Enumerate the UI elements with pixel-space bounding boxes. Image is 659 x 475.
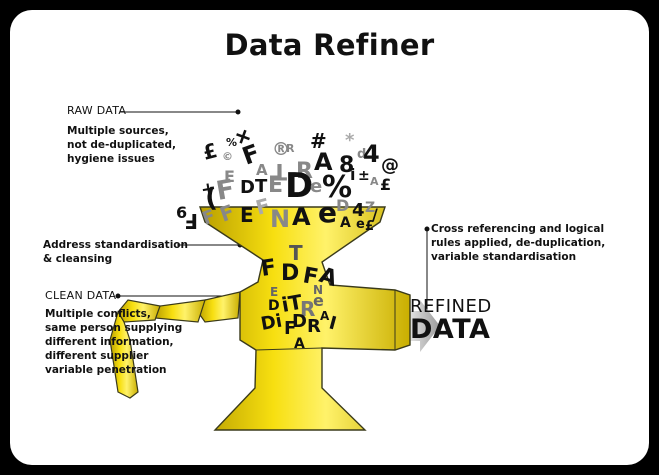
svg-text:+: +: [199, 178, 218, 201]
svg-text:Di: Di: [259, 311, 283, 335]
svg-text:*: *: [345, 130, 355, 151]
svg-text:A: A: [294, 336, 305, 352]
funnel-body: [199, 206, 411, 431]
svg-text:e: e: [356, 217, 365, 232]
svg-text:A: A: [256, 161, 268, 179]
svg-text:I: I: [327, 313, 339, 335]
svg-text:T: T: [255, 176, 268, 197]
clean-data-line-1: Multiple conflicts,: [45, 308, 151, 320]
funnel-letters: F D T F A E D iT R e N Di F D R A I A: [259, 241, 340, 352]
svg-text:T: T: [272, 158, 287, 183]
svg-text:E: E: [224, 167, 235, 186]
svg-text:A: A: [314, 148, 333, 176]
svg-text:F: F: [214, 174, 237, 207]
refined-data-label: REFINED DATA: [410, 296, 492, 345]
refined-line-1: REFINED: [410, 296, 492, 317]
svg-text:4: 4: [352, 200, 365, 221]
svg-text:R: R: [300, 297, 315, 321]
svg-text:N: N: [270, 205, 290, 233]
clean-data-line-3: different information,: [45, 336, 174, 348]
address-line-1: Address standardisation: [43, 239, 188, 251]
refined-line-2: DATA: [410, 314, 491, 345]
cross-ref-line-3: variable standardisation: [431, 251, 577, 263]
svg-text:@: @: [381, 155, 399, 176]
svg-text:£: £: [380, 175, 391, 194]
svg-text:e: e: [313, 291, 324, 310]
clean-data-heading: CLEAN DATA: [45, 289, 117, 302]
svg-text:±: ±: [358, 168, 370, 184]
svg-text:4: 4: [363, 140, 380, 168]
svg-text:T: T: [289, 241, 303, 265]
svg-text:iT: iT: [280, 290, 305, 317]
svg-text:£: £: [365, 219, 374, 234]
raw-data-line-3: hygiene issues: [67, 153, 155, 165]
svg-text:£: £: [200, 138, 220, 165]
raw-data-label: RAW DATA Multiple sources, not de-duplic…: [67, 104, 176, 166]
svg-text:(: (: [204, 183, 218, 214]
svg-text:i: i: [350, 165, 355, 184]
svg-text:D: D: [336, 196, 349, 215]
raw-data-line-2: not de-duplicated,: [67, 139, 177, 151]
svg-text:R: R: [307, 316, 321, 337]
clean-data-line-5: variable penetration: [45, 364, 167, 376]
svg-text:E: E: [270, 285, 278, 299]
svg-text:6: 6: [176, 203, 187, 222]
svg-text:R: R: [286, 142, 295, 155]
svg-text:R: R: [296, 159, 313, 184]
crank-handle: [109, 291, 241, 399]
raw-letter-cloud: £ © % + F ® R A T R # A * 8 d 4 @ + ( F …: [176, 122, 399, 234]
svg-text:E: E: [268, 173, 283, 198]
svg-text:D: D: [281, 261, 299, 286]
svg-text:%: %: [226, 136, 237, 149]
svg-text:F: F: [184, 209, 198, 233]
clean-data-line-4: different supplier: [45, 350, 149, 362]
svg-text:F: F: [284, 318, 296, 339]
raw-data-line-1: Multiple sources,: [67, 125, 169, 137]
svg-text:A: A: [340, 215, 351, 231]
svg-text:d: d: [357, 147, 366, 162]
svg-text:e: e: [318, 196, 337, 229]
svg-text:F: F: [301, 263, 320, 290]
svg-text:#: #: [310, 129, 327, 153]
svg-text:Z: Z: [365, 200, 375, 216]
clean-data-line-2: same person supplying: [45, 322, 183, 334]
svg-text:/: /: [372, 205, 378, 224]
address-line-2: & cleansing: [43, 253, 113, 265]
svg-text:A: A: [320, 309, 330, 323]
cross-referencing-label: Cross referencing and logical rules appl…: [431, 222, 605, 264]
svg-text:A: A: [292, 203, 311, 231]
svg-text:8: 8: [339, 153, 354, 178]
svg-text:D: D: [240, 177, 255, 198]
clean-data-label: CLEAN DATA Multiple conflicts, same pers…: [45, 289, 182, 377]
svg-text:©: ©: [222, 150, 233, 163]
svg-text:A: A: [316, 263, 340, 292]
svg-text:A: A: [370, 175, 379, 188]
svg-text:E: E: [240, 203, 254, 227]
svg-text:F: F: [253, 193, 272, 220]
diagram-title: Data Refiner: [224, 28, 435, 62]
svg-text:®: ®: [272, 139, 290, 160]
raw-data-heading: RAW DATA: [67, 104, 127, 117]
svg-text:e: e: [310, 176, 322, 197]
cross-ref-line-1: Cross referencing and logical: [431, 223, 605, 235]
svg-text:D: D: [285, 166, 313, 206]
svg-text:D: D: [292, 311, 307, 332]
svg-text:N: N: [313, 283, 323, 297]
svg-text:D: D: [268, 298, 280, 314]
cross-ref-line-2: rules applied, de-duplication,: [431, 237, 606, 249]
svg-text:F: F: [259, 255, 277, 282]
address-standardisation-label: Address standardisation & cleansing: [43, 238, 188, 266]
svg-text:%: %: [322, 170, 352, 205]
